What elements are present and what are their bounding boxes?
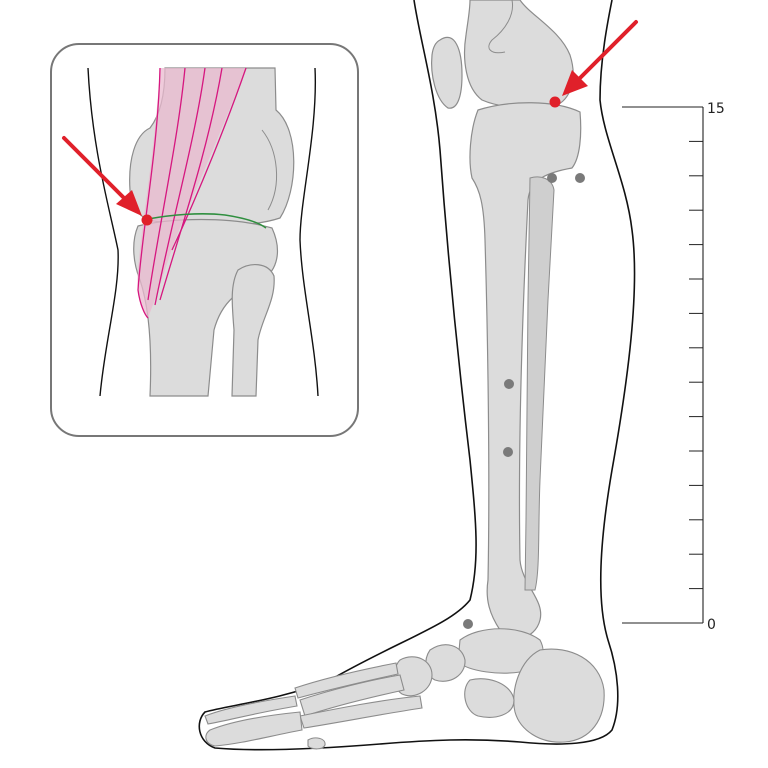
phalanges-toes [204, 695, 298, 725]
inset-joint-line [147, 213, 267, 229]
main-femur-notch [488, 0, 514, 54]
main-fibula [524, 176, 555, 591]
metatarsal-1 [299, 674, 405, 717]
main-acupoint [549, 96, 561, 108]
phalanges-big-toe [205, 711, 303, 747]
main-red-arrow-icon [562, 20, 638, 96]
tendon-line-1 [137, 67, 161, 319]
reference-point-2 [575, 173, 585, 183]
inset-skin-right-outline [299, 67, 319, 397]
sesamoid [307, 737, 326, 750]
scale-ticks [689, 140, 703, 590]
tendon-line-3 [154, 67, 206, 306]
main-tibia [469, 102, 582, 640]
main-patella [431, 36, 463, 109]
metatarsal-2 [294, 662, 399, 699]
inset-red-arrow-icon [62, 136, 142, 216]
metatarsal-3 [299, 695, 423, 729]
main-foot-bones [204, 628, 605, 750]
reference-point-3 [504, 379, 514, 389]
cuboid [464, 678, 515, 718]
inset-tendon-bundle [137, 67, 247, 319]
reference-point-1 [547, 173, 557, 183]
tendon-line-5 [171, 67, 247, 251]
reference-point-5 [463, 619, 473, 629]
inset-acupoint [141, 214, 153, 226]
reference-point-4 [503, 447, 513, 457]
scale-bottom-label: 0 [707, 617, 716, 633]
tendon-line-4 [159, 67, 223, 301]
main-leg [198, 0, 638, 751]
inset-femur-condyle-line [261, 129, 278, 211]
tendon-line-2 [147, 67, 186, 301]
scale-top-label: 15 [707, 101, 725, 117]
calcaneus [513, 648, 605, 743]
leg-skin-outline [198, 0, 636, 751]
measurement-scale: 15 0 [622, 101, 725, 633]
main-femur [463, 0, 574, 109]
knee-inset [50, 43, 359, 437]
inset-skin-left-outline [87, 67, 119, 397]
inset-fibula [231, 264, 275, 397]
